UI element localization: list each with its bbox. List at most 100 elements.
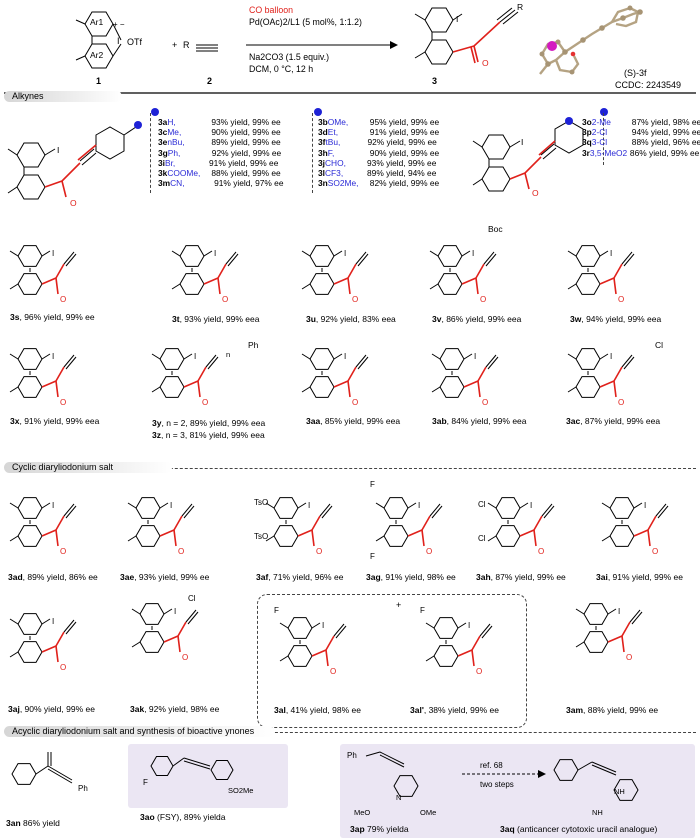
substituent: 2-Me [591,117,611,127]
carbonyl-o-label: O [178,547,184,556]
yield-ee: , 93% yield, 99% ee [134,572,210,582]
compound-id: 3v [432,314,442,324]
f-label-3al: F [274,606,279,615]
table-row: 3j CHO, 93% yield, 99% ee [318,158,439,168]
n-subscript: n [226,350,231,359]
yield-ee: 86% yield, 99% ee [629,147,700,158]
carbonyl-o-label: O [330,667,336,676]
compound-id: 3o [582,117,592,127]
yield-ee: , 92% yield, 83% eea [315,314,396,324]
compound-id: 3d [318,127,328,138]
biaryl-row-d-0: IO [9,613,77,672]
compound-id: 3e [158,137,168,148]
nh-label-1: NH [614,787,625,796]
substituent: F, [327,147,335,158]
yield-ee: 94% yield, 99% ee [631,127,700,138]
compound-caption: 3w, 94% yield, 99% eea [570,314,661,324]
compound-caption: 3z, n = 3, 81% yield, 99% eea [152,430,265,440]
carbonyl-o-label: O [60,295,66,304]
row-e-structures [11,751,639,801]
compound-caption: 3ae, 93% yield, 99% ee [120,572,209,582]
compound-id: 3p [582,127,592,138]
compound-id: 3w [570,314,582,324]
anion-label: OTf [127,37,142,47]
iodine-1: I [57,145,60,155]
table-row: 3m CN, 91% yield, 97% ee [158,178,283,188]
compound-id: 3y [152,418,162,428]
cl-label-3ak: Cl [188,594,196,603]
table-row: 3l CF3, 89% yield, 94% ee [318,168,439,178]
compound-caption: 3ap 79% yielda [350,824,409,834]
compound-caption: 3s, 96% yield, 99% ee [10,312,95,322]
compound-id: 3k [158,168,168,179]
carbonyl-o-label: O [202,398,208,407]
iodine-label: I [117,36,120,46]
yield-ee: , 89% yield, 86% ee [22,572,98,582]
ynone-3ap [365,751,419,797]
condition-base: Na2CO3 (1.5 equiv.) [249,52,330,62]
yield-ee: 79% yielda [364,824,409,834]
iodine-label: I [468,621,470,630]
substituent: Me, [167,127,182,138]
substituent: nBu, [167,137,185,148]
ph-label-3ap: Ph [347,751,357,760]
condition-solvent: DCM, 0 °C, 12 h [249,64,314,74]
f-label-3ag-2: F [370,552,375,561]
boc-label: Boc [488,224,503,234]
yield-ee: 91% yield, 97% ee [214,178,284,189]
yield-ee: 90% yield, 99% ee [211,127,281,138]
substituent: Et, [327,127,339,138]
iodine-label: I [610,249,612,258]
iodine-label: I [472,249,474,258]
steps-label: two steps [480,780,514,789]
compound-caption: 3al, 41% yield, 98% ee [274,705,361,715]
yield-ee: , 91% yield, 99% eea [19,416,100,426]
product-carbonyl-o: O [482,58,489,68]
yield-ee: , 96% yield, 99% ee [19,312,95,322]
yield-ee: , 41% yield, 98% ee [285,705,361,715]
substituent: CF3, [325,168,344,179]
iodine-label: I [344,249,346,258]
compound-caption: 3ah, 87% yield, 99% ee [476,572,566,582]
yield-ee: , 92% yield, 98% ee [144,704,220,714]
substituent: 3-Cl [591,137,608,148]
biaryl-3w: IO [567,245,635,304]
compound-caption: 3ac, 87% yield, 99% eea [566,416,660,426]
compound-id: 3h [318,147,328,158]
yield-ee: 88% yield, 96% ee [631,137,700,148]
compound-id: 3n [318,178,328,189]
cl-label-3ac: Cl [655,340,664,350]
biaryl-row-d-3: IO [425,617,493,676]
compound-id: 3r [582,147,590,158]
biaryl-3s: IO [9,245,77,304]
compound-caption: 3af, 71% yield, 96% ee [256,572,343,582]
ynone-3ao [150,756,234,780]
carbonyl-1: O [70,198,77,208]
compound-id: 3ah [476,572,491,582]
table-row: 3r 3,5-MeO2 86% yield, 99% ee [582,148,700,158]
yield-ee: 95% yield, 99% ee [369,117,440,127]
carbonyl-o-label: O [652,547,658,556]
carbonyl-o-label: O [60,547,66,556]
iodine-label: I [530,501,532,510]
iodine-label: I [52,501,54,510]
carbonyl-o-label: O [618,295,624,304]
compound-id: 3q [582,137,592,148]
fsy-highlight [128,744,288,808]
biaryl-row-d-2: IO [279,617,347,676]
compound-id: 3t [172,314,180,324]
f-label-3ag-1: F [370,480,375,489]
iodine-2: I [521,137,524,147]
blue-ball-icon [314,108,322,116]
iodine-label: I [644,501,646,510]
table-row: 3g Ph, 92% yield, 99% ee [158,148,283,158]
iodine-label: I [170,501,172,510]
iodine-label: I [418,501,420,510]
yield-ee: , 87% yield, 99% eea [580,416,661,426]
iodine-label: I [610,352,612,361]
table-row: 3o 2-Me 87% yield, 98% ee [582,117,700,127]
compound-id: 3al' [410,705,424,715]
compound-id: 3ag [366,572,381,582]
